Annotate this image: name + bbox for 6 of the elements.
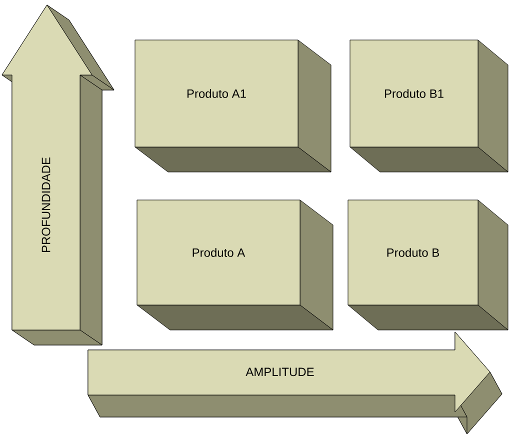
product-box: Produto A1	[134, 40, 332, 172]
product-box: Produto B1	[350, 40, 508, 172]
product-box: Produto A	[136, 200, 334, 330]
arrow-band: AMPLITUDE	[88, 332, 502, 434]
arrow-band: PROFUNDIDADE	[2, 4, 114, 346]
product-box: Produto B	[348, 200, 508, 330]
